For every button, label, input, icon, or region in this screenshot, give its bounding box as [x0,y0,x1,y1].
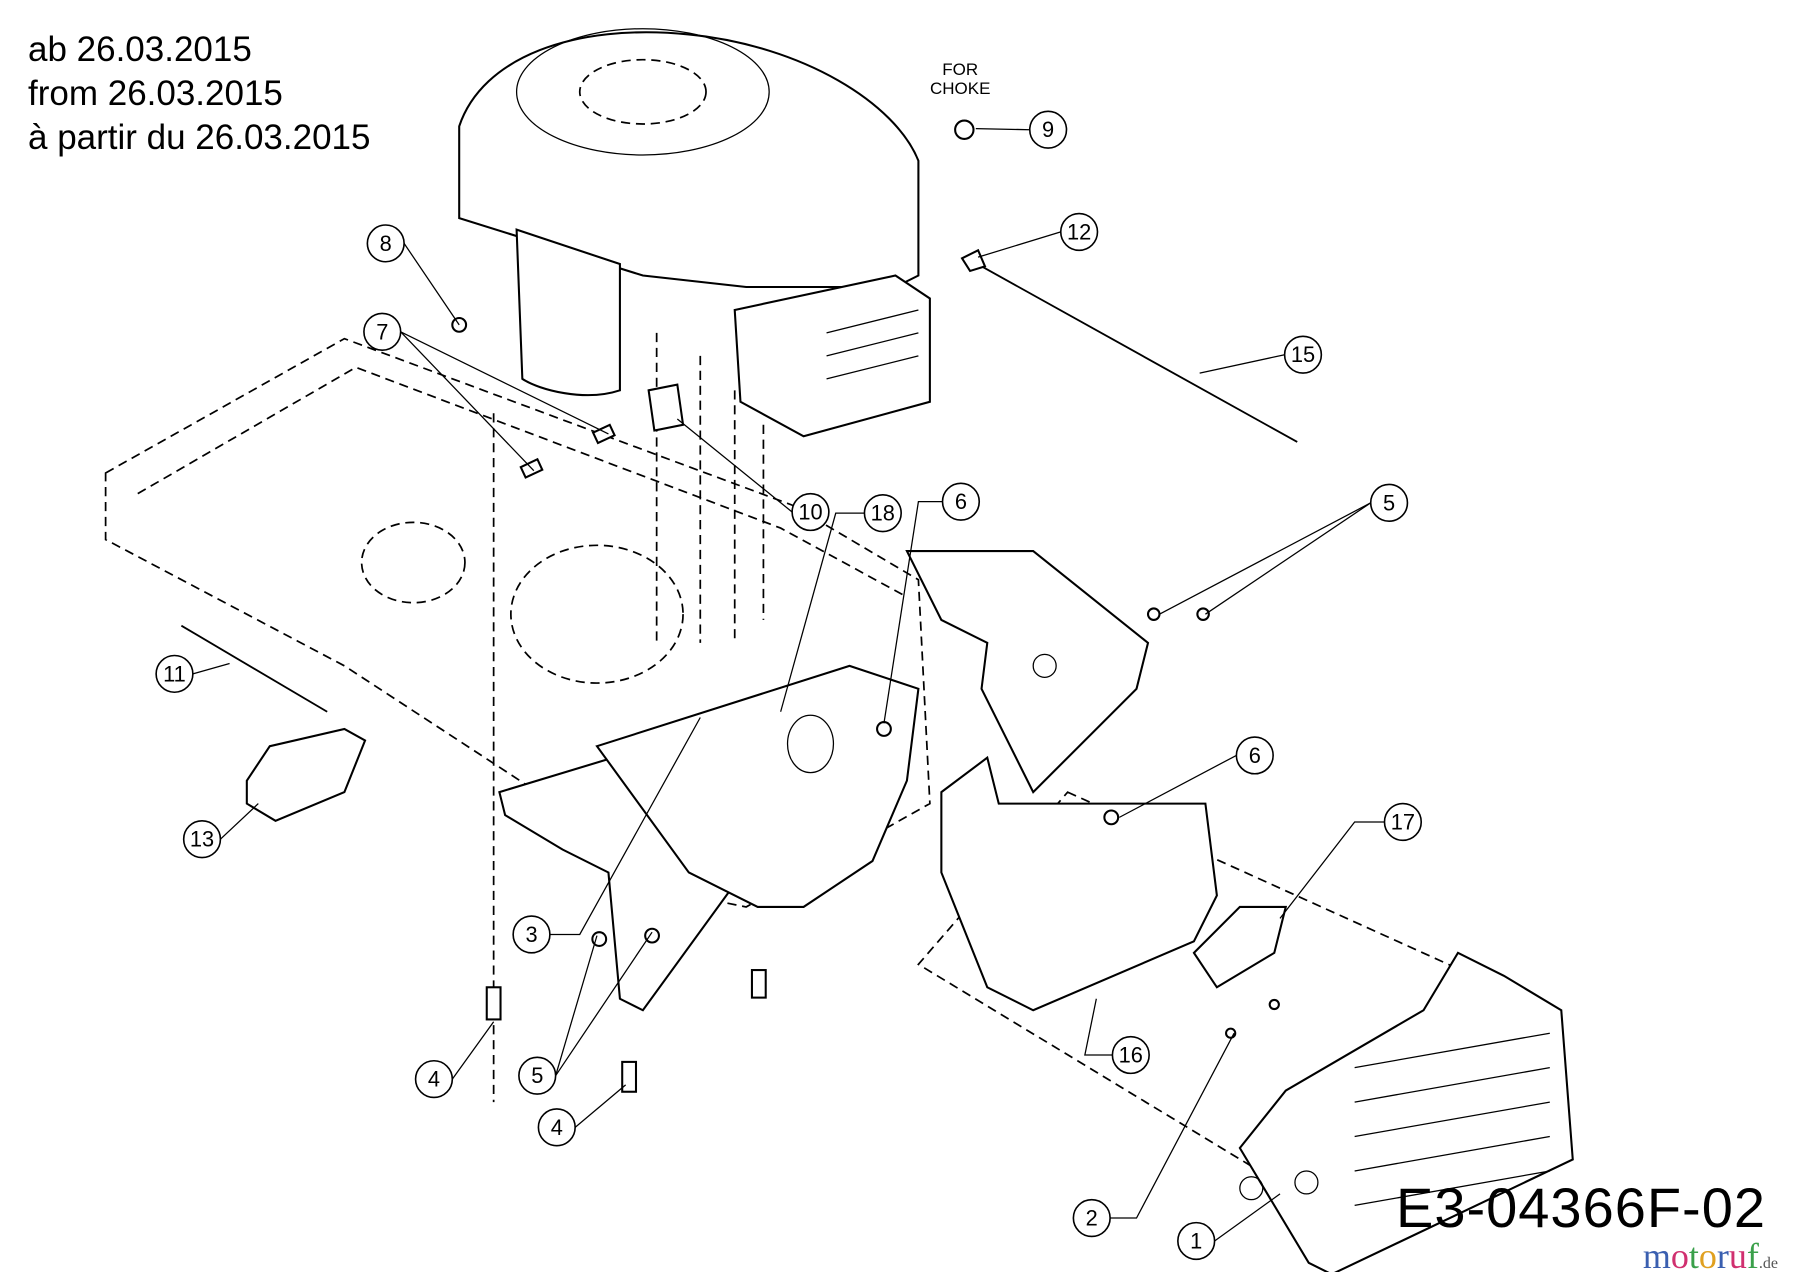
leader-line [1214,1193,1281,1242]
muffler [940,755,1218,1012]
callout-6: 6 [1235,736,1274,775]
bracket-center [595,664,920,908]
callout-number: 4 [428,1067,440,1092]
bracket-right [905,550,1150,794]
callout-number: 9 [1042,117,1054,142]
callout-number: 16 [1119,1043,1143,1068]
nut [954,119,975,140]
callout-13: 13 [182,820,222,859]
leader-line [1159,502,1372,615]
leader-line [780,512,865,712]
callout-number: 1 [1190,1228,1202,1253]
note-french: à partir du 26.03.2015 [28,118,371,157]
leader-line [1279,821,1385,919]
callout-number: 18 [871,501,895,526]
callout-7: 7 [363,312,402,351]
deflector [1192,905,1288,989]
callout-6: 6 [941,482,981,521]
callout-5: 5 [1369,483,1409,522]
callout-number: 4 [551,1115,563,1140]
callout-number: 6 [1249,743,1261,768]
callout-number: 5 [1383,490,1395,515]
callout-4: 4 [414,1059,454,1099]
callout-8: 8 [366,224,405,263]
callout-4: 4 [537,1108,576,1147]
engine [458,28,931,438]
callout-2: 2 [1072,1198,1111,1238]
clip [960,248,987,273]
callout-17: 17 [1383,802,1423,842]
leader-line [555,931,653,1077]
note-english: from 26.03.2015 [28,74,283,113]
for-choke-label: FOR CHOKE [930,60,991,98]
callout-number: 15 [1291,342,1315,367]
callout-number: 3 [525,922,537,947]
leader-line [676,418,793,513]
callout-15: 15 [1283,335,1323,374]
callout-11: 11 [155,654,194,694]
heat-shield [1238,951,1574,1272]
leader-line [400,331,535,472]
leader-line [1199,354,1285,374]
validity-note: ab 26.03.2015 from 26.03.2015 à partir d… [28,28,370,160]
guard [245,727,367,822]
leader-line [883,501,943,724]
leader-line [451,1021,495,1080]
callout-number: 12 [1067,219,1091,244]
note-german: ab 26.03.2015 [28,30,252,69]
callout-number: 10 [798,500,822,525]
callout-number: 5 [531,1063,543,1088]
callout-18: 18 [863,493,902,533]
callout-1: 1 [1177,1221,1216,1261]
callout-number: 11 [163,661,186,686]
callout-12: 12 [1059,212,1099,252]
leader-line [555,935,598,1076]
callout-number: 8 [380,231,392,256]
callout-number: 13 [190,827,214,852]
leader-line [1205,502,1372,615]
leader-line [1119,754,1237,818]
leader-line [192,662,230,675]
callout-number: 17 [1391,809,1415,834]
callout-16: 16 [1111,1035,1150,1075]
leader-line [975,127,1030,131]
leader-line [574,1084,627,1128]
callout-number: 2 [1086,1206,1098,1231]
callout-number: 6 [955,489,967,514]
drawing-code: E3-04366F-02 [1395,1176,1766,1239]
leader-line [400,331,609,435]
callout-3: 3 [512,915,551,954]
leader-line [219,803,259,840]
leader-line [549,717,701,936]
leader-line [1110,1032,1235,1219]
leader-line [977,231,1061,258]
choke-rod [981,265,1298,443]
watermark-logo: motoruf.de [1642,1236,1778,1272]
callout-10: 10 [791,492,830,532]
callout-9: 9 [1028,110,1068,149]
leader-line [403,243,460,326]
callout-5: 5 [518,1056,557,1095]
leader-line [1084,998,1113,1056]
callout-number: 7 [376,319,388,344]
cable-tie [180,624,328,713]
